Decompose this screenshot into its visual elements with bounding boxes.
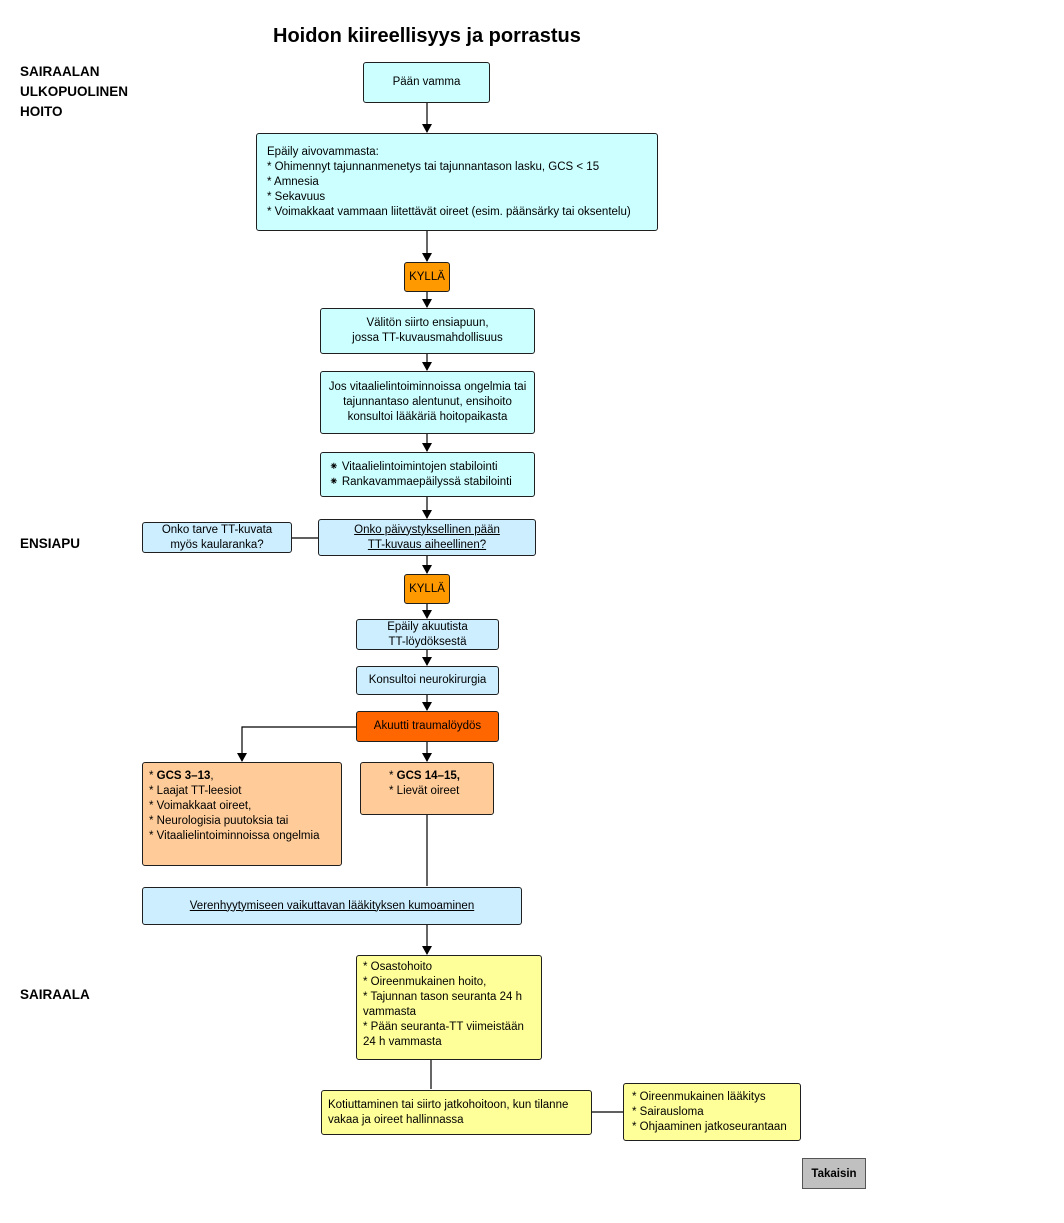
section-label-line: HOITO: [20, 104, 63, 119]
node-text: jossa TT-kuvausmahdollisuus: [352, 332, 503, 344]
list-item: ⁕ Rankavammaepäilyssä stabilointi: [329, 475, 512, 488]
section-label-sairaala: SAIRAALA: [20, 987, 90, 1002]
node-aftercare: * Oireenmukainen lääkitys * Sairausloma …: [623, 1083, 801, 1141]
node-immediate-transfer: Välitön siirto ensiapuun, jossa TT-kuvau…: [320, 308, 535, 354]
node-text: KYLLÄ: [409, 582, 445, 595]
node-text: TT-kuvaus aiheellinen?: [367, 538, 487, 551]
list-item: * Oireenmukainen lääkitys: [632, 1090, 766, 1103]
node-text: Akuutti traumalöydös: [373, 720, 482, 732]
node-severe-findings: * GCS 3–13, * Laajat TT-leesiot * Voimak…: [142, 762, 342, 866]
node-neurosurgery-consult: Konsultoi neurokirurgia: [356, 666, 499, 695]
list-item: * Sekavuus: [267, 190, 326, 203]
node-text: konsultoi lääkäriä hoitopaikasta: [347, 411, 508, 423]
gcs-mild: GCS 14–15,: [396, 770, 460, 782]
list-item: * Ohjaaminen jatkoseurantaan: [632, 1120, 787, 1133]
list-item: * Laajat TT-leesiot: [149, 785, 242, 797]
section-label-line: ULKOPUOLINEN: [20, 84, 128, 99]
list-item: ⁕ Vitaalielintoimintojen stabilointi: [329, 460, 498, 473]
node-text: Pään vamma: [392, 76, 461, 88]
node-yes-2: KYLLÄ: [404, 574, 450, 604]
node-discharge: Kotiuttaminen tai siirto jatkohoitoon, k…: [321, 1090, 592, 1135]
node-neck-ct-question: Onko tarve TT-kuvata myös kaularanka?: [142, 522, 292, 553]
list-item: * Tajunnan tason seuranta 24 h vammasta: [363, 991, 522, 1018]
page-title: Hoidon kiireellisyys ja porrastus: [273, 25, 581, 47]
section-label-line: SAIRAALAN: [20, 64, 100, 79]
back-button[interactable]: Takaisin: [802, 1158, 866, 1189]
node-text: Kotiuttaminen tai siirto jatkohoitoon, k…: [328, 1098, 569, 1126]
node-yes-1: KYLLÄ: [404, 262, 450, 292]
node-text: tajunnantaso alentunut, ensihoito: [343, 396, 512, 408]
node-text: KYLLÄ: [409, 270, 445, 283]
node-text: Konsultoi neurokirurgia: [368, 674, 487, 686]
arrow-acute-to-severe: [237, 726, 356, 762]
gcs-line: * GCS 3–13,: [149, 770, 214, 782]
node-acute-trauma-finding: Akuutti traumalöydös: [356, 711, 499, 742]
section-label-ensiapu: ENSIAPU: [20, 536, 81, 551]
gcs-severe: GCS 3–13: [156, 770, 211, 782]
node-heading: Epäily aivovammasta:: [267, 145, 379, 158]
section-label-prehospital: SAIRAALAN ULKOPUOLINEN HOITO: [20, 62, 128, 122]
node-text: Epäily akuutista: [387, 620, 468, 633]
node-vital-consult: Jos vitaalielintoiminnoissa ongelmia tai…: [320, 371, 535, 434]
node-text: Välitön siirto ensiapuun,: [366, 317, 489, 329]
node-text: Verenhyytymiseen vaikuttavan lääkityksen…: [189, 899, 475, 912]
list-item: * Amnesia: [267, 175, 319, 188]
list-item: * Osastohoito: [363, 961, 433, 973]
node-text: Jos vitaalielintoiminnoissa ongelmia tai: [328, 381, 527, 393]
node-text: myös kaularanka?: [170, 538, 264, 551]
list-item: * Sairausloma: [632, 1105, 704, 1118]
node-brain-injury-suspicion: Epäily aivovammasta: * Ohimennyt tajunna…: [256, 133, 658, 231]
list-item: * Vitaalielintoiminnoissa ongelmia: [149, 830, 320, 842]
node-anticoagulant-reversal: Verenhyytymiseen vaikuttavan lääkityksen…: [142, 887, 522, 925]
node-text: TT-löydöksestä: [388, 635, 467, 648]
node-text: Onko tarve TT-kuvata: [161, 523, 273, 536]
list-item: * Lievät oireet: [389, 785, 460, 797]
node-ct-question: Onko päivystyksellinen pään TT-kuvaus ai…: [318, 519, 536, 556]
node-head-injury: Pään vamma: [363, 62, 490, 103]
gcs-line: * GCS 14–15,: [389, 770, 460, 782]
list-item: * Ohimennyt tajunnanmenetys tai tajunnan…: [267, 160, 600, 173]
list-item: * Oireenmukainen hoito,: [363, 976, 487, 988]
node-acute-ct-suspicion: Epäily akuutista TT-löydöksestä: [356, 619, 499, 650]
node-mild-findings: * GCS 14–15, * Lievät oireet: [360, 762, 494, 815]
list-item: * Voimakkaat vammaan liitettävät oireet …: [267, 205, 631, 218]
node-ward-care: * Osastohoito * Oireenmukainen hoito, * …: [356, 955, 542, 1060]
node-text: Onko päivystyksellinen pään: [354, 523, 500, 536]
list-item: * Voimakkaat oireet,: [149, 800, 252, 812]
node-stabilization: ⁕ Vitaalielintoimintojen stabilointi ⁕ R…: [320, 452, 535, 497]
list-item: * Neurologisia puutoksia tai: [149, 815, 289, 827]
list-item: * Pään seuranta-TT viimeistään 24 h vamm…: [363, 1021, 524, 1048]
